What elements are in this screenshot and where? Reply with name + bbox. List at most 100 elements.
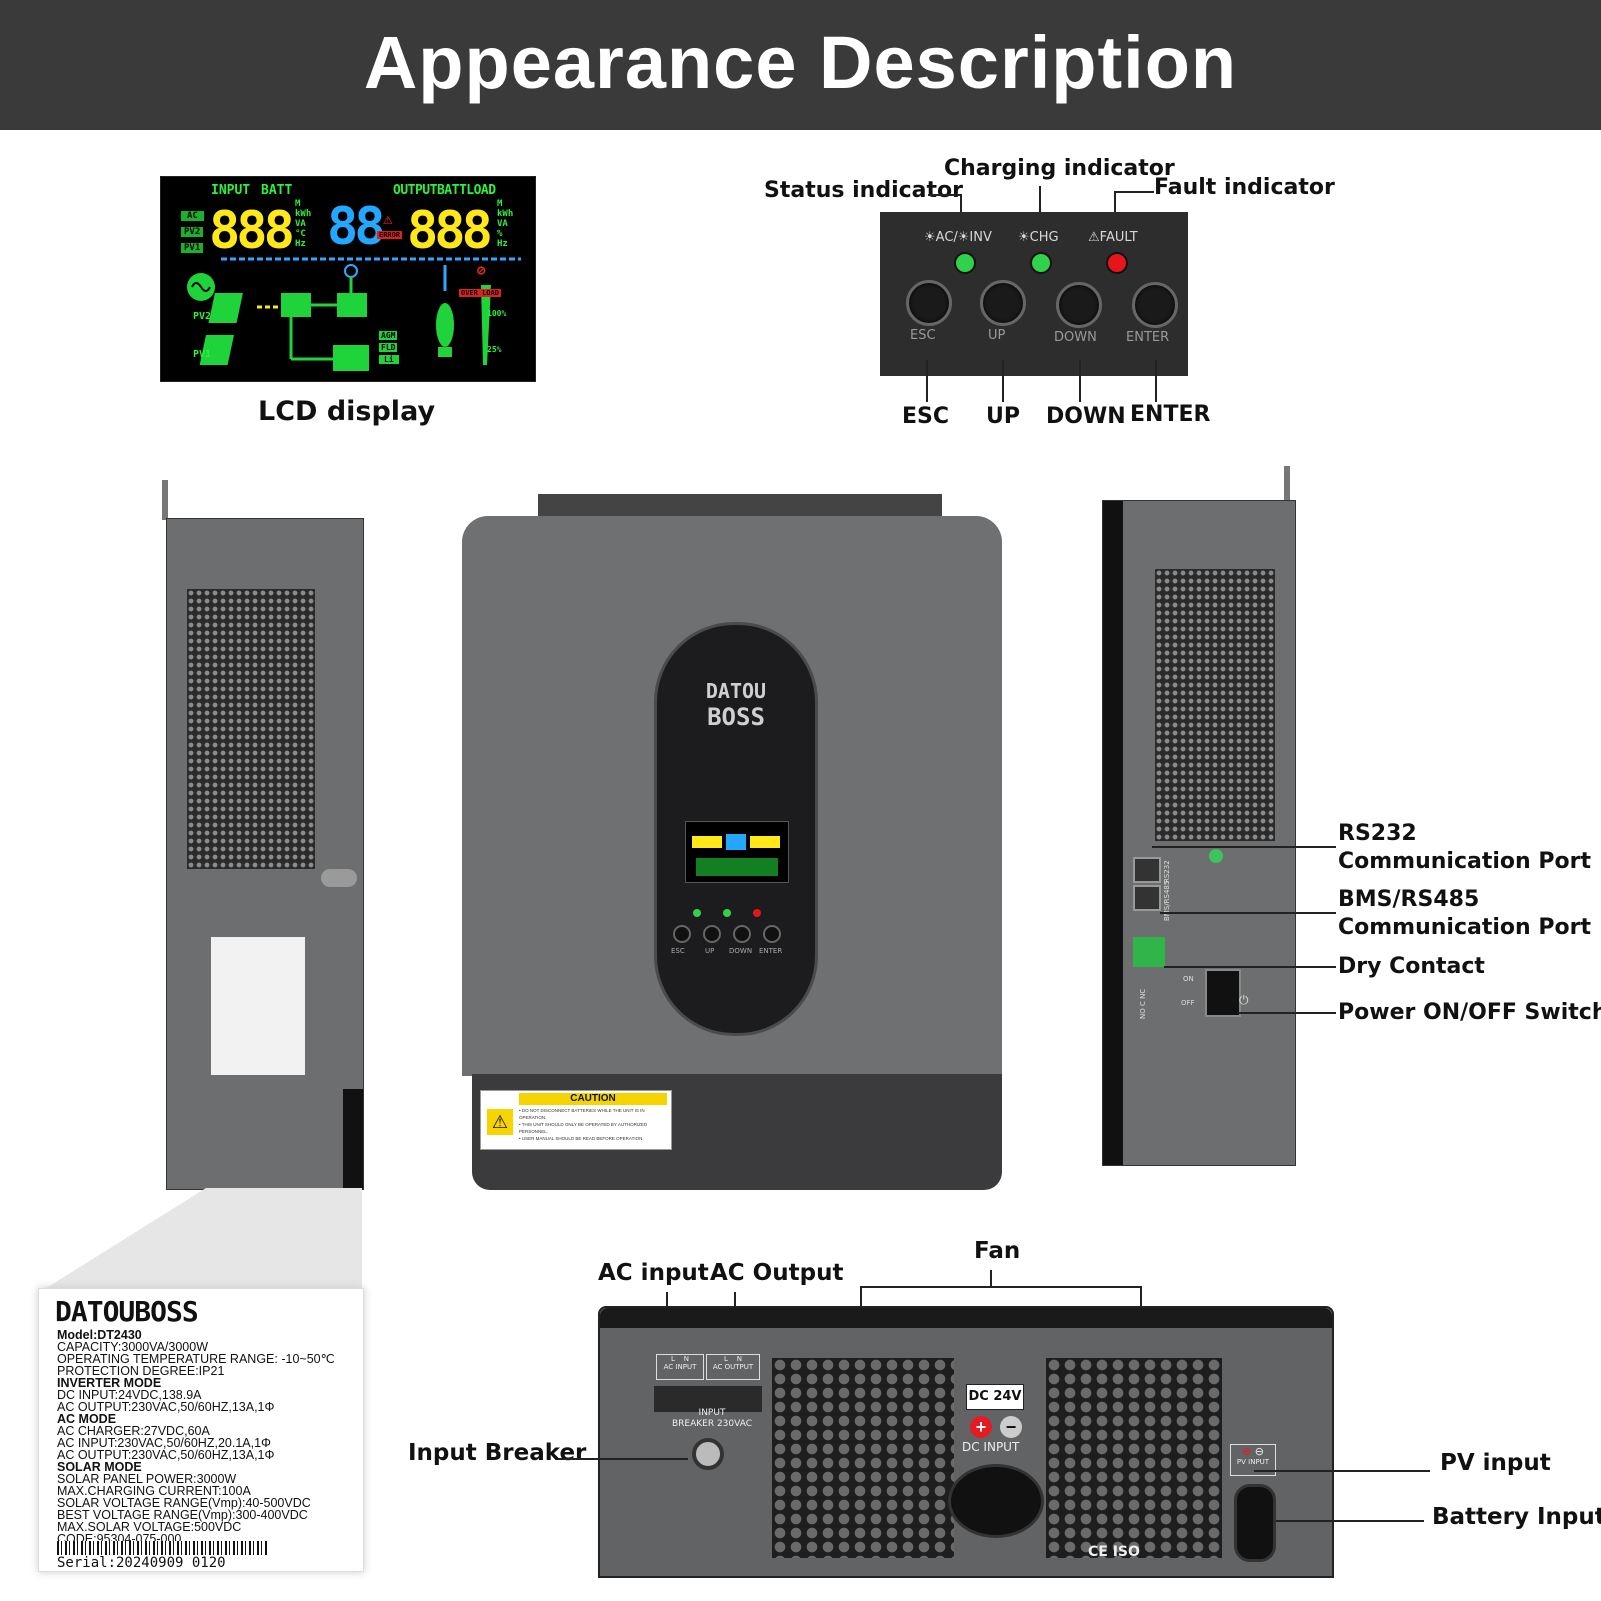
nameplate-line: AC OUTPUT:230VAC,50/60HZ,13A,1Φ [57,1400,275,1414]
leader-line [1238,1012,1336,1014]
charging-indicator-callout: Charging indicator [944,156,1175,181]
dc-voltage-tag: DC 24V [966,1384,1024,1410]
mini-enter-button[interactable] [763,925,781,943]
nameplate-line: SOLAR PANEL POWER:3000W [57,1472,237,1486]
lcd-units-right: M kWh VA % Hz [497,199,514,249]
fan-grille-left [772,1358,954,1558]
solar-panel-icon [199,335,234,365]
dry-contact-callout: Dry Contact [1338,954,1485,979]
leader-line [1114,191,1154,193]
mini-lcd-flow [696,858,778,876]
warning-icon: ⚠ [487,1109,513,1135]
nameplate-line: DC INPUT:24VDC,138.9A [57,1388,202,1402]
nameplate-brand: DATOUBOSS [55,1295,199,1328]
rs232-callout: RS232 Communication Port [1338,821,1591,874]
pv-input-grommet[interactable] [1234,1484,1276,1562]
nameplate-line: AC MODE [57,1412,117,1426]
left-side-view [166,518,364,1190]
caution-sticker: CAUTION ⚠ • DO NOT DISCONNECT BATTERIES … [480,1090,672,1150]
battery-input-callout: Battery Input [1432,1504,1601,1530]
mounting-bracket [162,480,168,520]
led-label-chg: ☀CHG [1018,230,1059,245]
input-breaker-callout: Input Breaker [408,1440,587,1466]
nameplate-line: BEST VOLTAGE RANGE(Vmp):300-400VDC [57,1508,308,1522]
leader-line [1002,360,1004,402]
mini-fault-led [753,909,761,917]
brand-line1: DATOU [705,679,767,703]
lcd-pct-25: 25% [487,345,502,354]
load-level-bar [481,285,491,365]
lcd-batt-label: BATT [261,183,293,198]
ac-terminal-block[interactable] [654,1386,762,1412]
mini-down-label: DOWN [729,947,753,955]
lcd-mute-icon: ⊘ [477,263,486,279]
input-breaker[interactable] [692,1438,724,1470]
bms-rs485-port[interactable] [1133,885,1161,911]
enter-button[interactable] [1132,282,1178,328]
front-control-panel: DATOU BOSS ESC UP DOWN ENTER [654,622,818,1036]
nameplate-line: SOLAR VOLTAGE RANGE(Vmp):40-500VDC [57,1496,311,1510]
pv-input-callout: PV input [1440,1450,1551,1476]
rs232-port[interactable] [1133,857,1161,883]
leader-line [1079,360,1081,402]
esc-button[interactable] [906,280,952,326]
ac-input-terminal-label: L N AC INPUT [656,1354,704,1380]
mini-charging-led [723,909,731,917]
lcd-error-tag: ERROR [377,231,403,239]
lcd-agm-tag: AGM [379,331,398,340]
leader-line [1164,966,1336,968]
vent-grille [1155,569,1275,841]
leader-line [558,1458,688,1460]
up-button[interactable] [980,280,1026,326]
nameplate-zoom-shadow [40,1188,362,1292]
esc-key-label: ESC [910,328,936,343]
nameplate-line: SOLAR MODE [57,1460,142,1474]
power-switch-callout: Power ON/OFF Switch [1338,1000,1601,1025]
mounting-bracket [1284,466,1290,514]
charging-led [1030,252,1052,274]
rating-badge [321,869,357,887]
nameplate-line: AC OUTPUT:230VAC,50/60HZ,13A,1Φ [57,1448,275,1462]
mini-esc-button[interactable] [673,925,691,943]
lcd-pv2-label: PV2 [193,311,212,322]
mini-up-button[interactable] [703,925,721,943]
nameplate-line: PROTECTION DEGREE:IP21 [57,1364,225,1378]
rs232-port-label: RS232 [1163,860,1171,883]
dc-input-grommet[interactable] [948,1464,1044,1538]
lcd-units-left: M kWh VA °C Hz [295,199,312,249]
caution-title: CAUTION [519,1093,667,1105]
ac-output-terminal-label: L N AC OUTPUT [706,1354,760,1380]
ground-icon [1209,849,1223,863]
nameplate-line: INVERTER MODE [57,1376,162,1390]
mini-esc-label: ESC [671,947,685,955]
lcd-digits-left: 888 [209,201,295,261]
ac-input-callout: AC input [598,1260,709,1286]
down-key-label: DOWN [1054,330,1097,345]
dc-input-label: DC INPUT [962,1440,1020,1454]
lcd-pv1-tag: PV1 [181,243,204,253]
lcd-overload-tag: OVER LOAD [459,289,501,297]
lcd-flow-diagram [187,257,521,371]
up-key-label: UP [988,328,1006,343]
down-button[interactable] [1056,282,1102,328]
leader-line [860,1286,1142,1288]
brand-line2: BOSS [707,703,765,731]
mini-down-button[interactable] [733,925,751,943]
bms-port-label: BMS/RS485 [1163,880,1171,921]
leader-line [1152,846,1336,848]
inverter-icon [281,293,311,317]
led-label-fault: ⚠FAULT [1088,230,1138,245]
mini-lcd-digits [726,834,746,850]
nameplate-line: AC INPUT:230VAC,50/60HZ,20.1A,1Φ [57,1436,272,1450]
side-label-sticker [211,937,305,1075]
inverter-icon [337,293,367,317]
power-switch[interactable] [1205,969,1241,1017]
fault-led [1106,252,1128,274]
mini-lcd-digits [692,836,722,848]
leader-line [1155,360,1157,402]
leader-line [926,360,928,402]
input-breaker-label: INPUT BREAKER 230VAC [671,1408,752,1429]
keypad-panel: ☀AC/☀INV ☀CHG ⚠FAULT ESC UP DOWN ENTER [880,212,1188,376]
barcode [57,1541,269,1555]
dry-contact-terminal[interactable] [1133,937,1165,967]
